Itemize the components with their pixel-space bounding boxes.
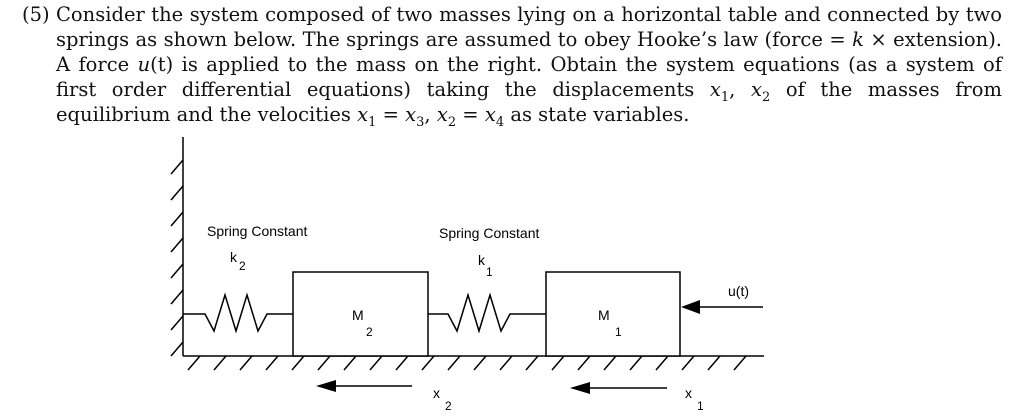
mass-m1-symbol: M (598, 307, 610, 323)
mass-m2-index: 2 (366, 325, 373, 339)
mass-m1-index: 1 (615, 325, 622, 339)
spring-k2-label: Spring Constant (207, 223, 308, 239)
x2-symbol: x (433, 385, 440, 401)
wall (170, 137, 184, 357)
spring-k1-index: 1 (486, 265, 493, 279)
problem-statement: (5) Consider the system composed of two … (22, 2, 1002, 129)
x2-index: 2 (445, 399, 452, 413)
x1-index: 1 (697, 399, 704, 413)
problem-number: (5) (22, 3, 50, 26)
spring-k2-index: 2 (239, 259, 246, 273)
force-label: u(t) (728, 283, 749, 299)
spring-k2 (183, 292, 293, 334)
spring-k1-symbol: k (478, 252, 486, 268)
problem-text: Consider the system composed of two mass… (56, 2, 1002, 129)
spring-k1 (428, 292, 546, 334)
mass-m2 (292, 271, 429, 357)
x1-arrow (570, 382, 667, 394)
mass-m2-symbol: M (352, 307, 364, 323)
spring-k1-label: Spring Constant (439, 225, 540, 241)
force-arrow (681, 300, 763, 314)
x1-symbol: x (685, 385, 692, 401)
ground (183, 355, 764, 371)
spring-k2-symbol: k (230, 249, 238, 265)
mass-m1 (545, 271, 681, 357)
x2-arrow (316, 380, 412, 392)
